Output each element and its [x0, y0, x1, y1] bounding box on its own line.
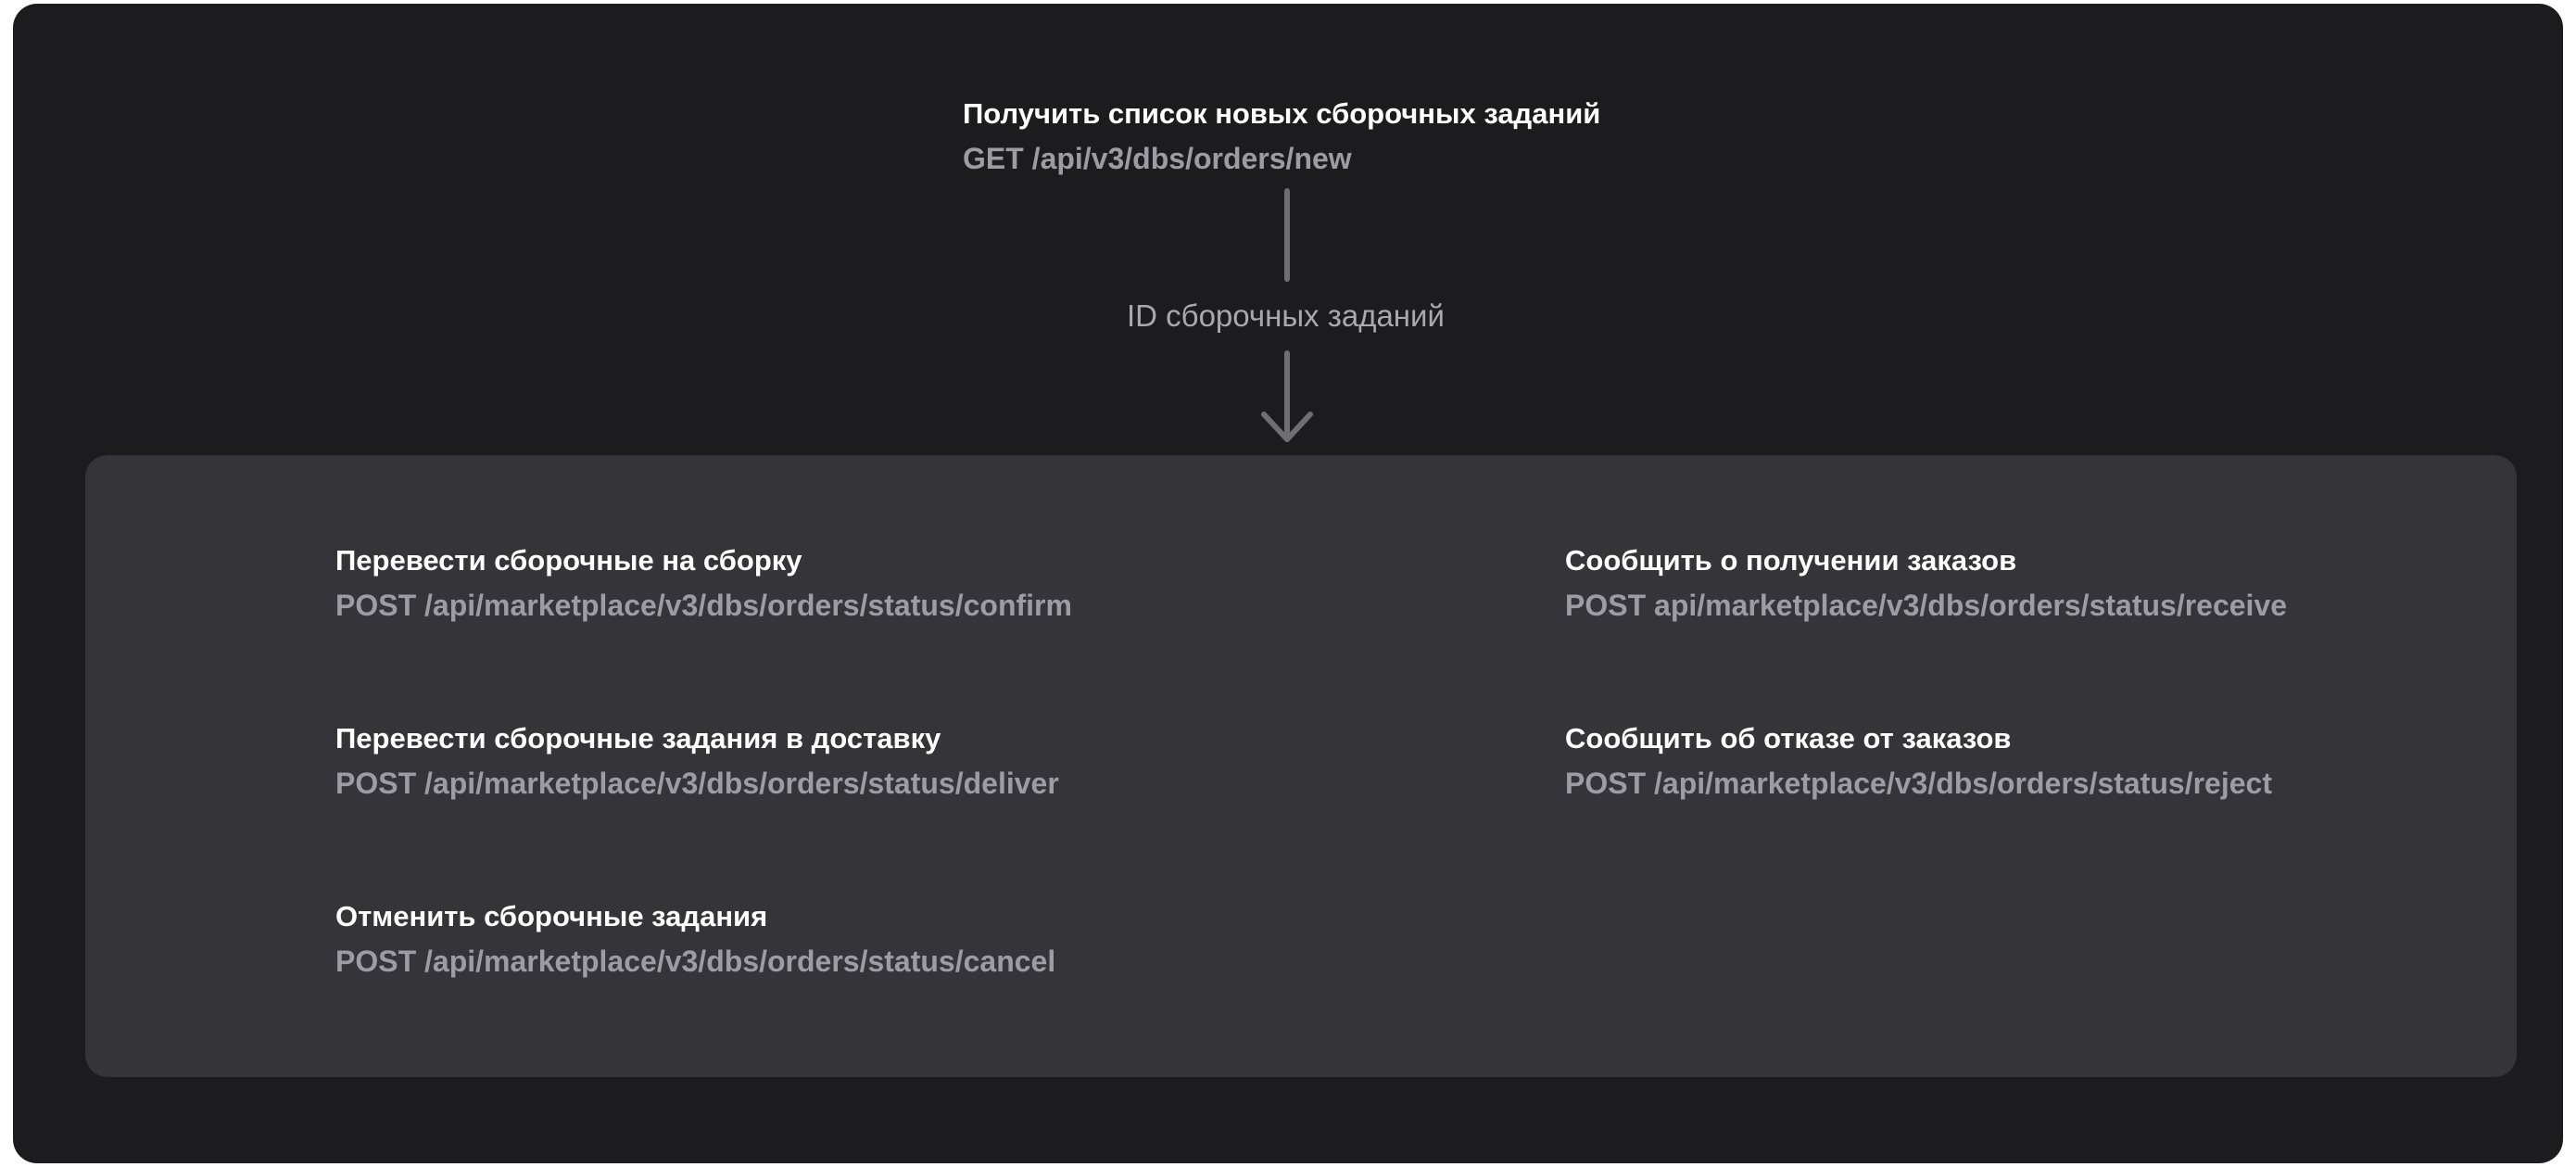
action-title: Перевести сборочные на сборку: [335, 544, 802, 577]
flow-connector: [1261, 188, 1313, 442]
action-endpoint: POST /api/marketplace/v3/dbs/orders/stat…: [335, 767, 1059, 800]
edge-label: ID сборочных заданий: [1127, 298, 1445, 333]
node-endpoint: GET /api/v3/dbs/orders/new: [963, 142, 1352, 175]
action-endpoint: POST /api/marketplace/v3/dbs/orders/stat…: [335, 589, 1072, 622]
action-deliver: Перевести сборочные задания в доставку P…: [335, 720, 1059, 802]
action-title: Отменить сборочные задания: [335, 900, 768, 932]
action-title: Перевести сборочные задания в доставку: [335, 722, 941, 755]
actions-panel: Перевести сборочные на сборку POST /api/…: [85, 455, 2517, 1077]
action-title: Сообщить о получении заказов: [1565, 544, 2017, 577]
action-title: Сообщить об отказе от заказов: [1565, 722, 2012, 755]
action-endpoint: POST api/marketplace/v3/dbs/orders/statu…: [1565, 589, 2288, 622]
arrow-down-icon: [1261, 412, 1313, 442]
action-receive: Сообщить о получении заказов POST api/ma…: [1565, 542, 2287, 624]
action-confirm: Перевести сборочные на сборку POST /api/…: [335, 542, 1072, 624]
node-get-new-orders: Получить список новых сборочных заданий …: [963, 95, 1600, 177]
action-reject: Сообщить об отказе от заказов POST /api/…: [1565, 720, 2272, 802]
action-endpoint: POST /api/marketplace/v3/dbs/orders/stat…: [335, 945, 1056, 978]
node-title: Получить список новых сборочных заданий: [963, 97, 1601, 130]
action-endpoint: POST /api/marketplace/v3/dbs/orders/stat…: [1565, 767, 2272, 800]
action-cancel: Отменить сборочные задания POST /api/mar…: [335, 898, 1055, 980]
diagram-canvas: Получить список новых сборочных заданий …: [13, 4, 2563, 1163]
